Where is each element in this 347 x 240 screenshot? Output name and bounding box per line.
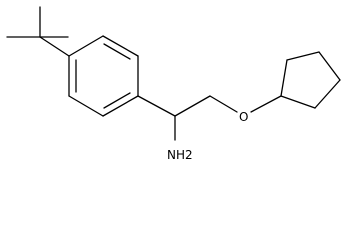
ring-bond-2 xyxy=(102,35,139,57)
oxygen-label: O xyxy=(239,110,248,124)
ch-to-ch2-bond xyxy=(174,95,211,117)
cp-bond-5 xyxy=(280,95,316,109)
amine-label: NH2 xyxy=(167,148,193,162)
cp-bond-4 xyxy=(314,79,341,109)
side-chain xyxy=(137,95,282,141)
cp-bond-3 xyxy=(318,51,341,81)
ring-bond-5 xyxy=(68,95,104,117)
cp-bond-1 xyxy=(280,59,288,97)
cyclopentane-ring xyxy=(280,51,341,109)
ch2-to-oxygen-bond xyxy=(209,95,238,113)
molecule-structure-diagram: O NH2 xyxy=(6,6,341,162)
ring-double-bond-1 xyxy=(103,43,131,60)
benzene-ring xyxy=(68,35,139,117)
cp-bond-2 xyxy=(286,51,320,61)
ring-double-bond-2 xyxy=(103,92,131,109)
tbutyl-bond-to-ring xyxy=(39,36,70,57)
oxygen-to-cyclopentyl-bond xyxy=(250,95,282,113)
ring-bond-1 xyxy=(68,35,104,57)
tert-butyl-group xyxy=(6,6,70,57)
ring-to-ch-bond xyxy=(137,95,176,117)
ring-bond-4 xyxy=(102,95,139,117)
